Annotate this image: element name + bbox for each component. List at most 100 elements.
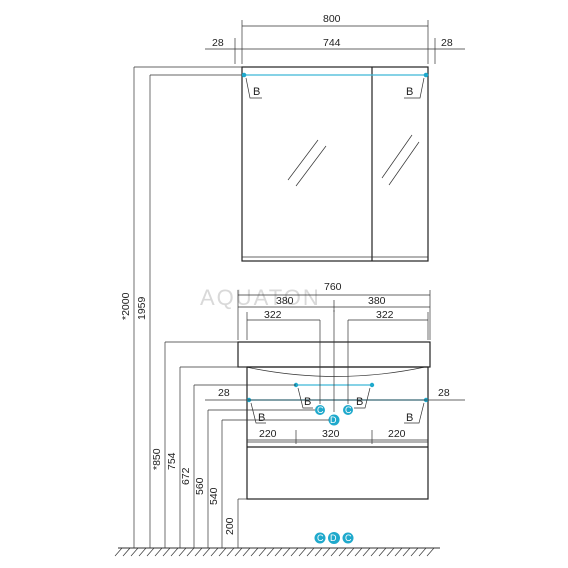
height-dimensions: *2000 1959 *850 754 672 560 540 200	[120, 66, 329, 548]
floor-hatch-line	[194, 547, 203, 557]
connection-marker	[328, 532, 340, 544]
watermark: AQUATON	[200, 285, 321, 310]
height-560: 560	[194, 477, 206, 495]
floor-hatch-line	[426, 547, 435, 557]
basin-bowl	[245, 366, 426, 377]
floor-hatch-line	[402, 547, 411, 557]
mount-marker: B	[406, 412, 413, 424]
dim-vanity-inner-right: 322	[376, 309, 394, 321]
bracket-icon	[354, 387, 371, 409]
floor-hatch-line	[306, 547, 315, 557]
floor-hatch-line	[386, 547, 395, 557]
floor-hatch-line	[114, 547, 123, 557]
floor-hatch-line	[234, 547, 243, 557]
height-200: 200	[224, 517, 236, 535]
mount-marker: B	[258, 412, 265, 424]
mirror-cabinet-body	[241, 66, 429, 262]
floor-hatch-line	[154, 547, 163, 557]
floor-hatch-line	[410, 547, 419, 557]
mirror-mount-point-left	[241, 72, 247, 78]
dim-vanity-bottom-right: 220	[388, 428, 406, 440]
dim-mirror-inner: 744	[323, 37, 341, 49]
mirror-reflection-icon	[388, 141, 420, 186]
connection-label: D	[330, 415, 337, 425]
dim-mirror-left-offset: 28	[212, 37, 224, 49]
floor-hatch-line	[258, 547, 267, 557]
mirror-mount-point-right	[423, 72, 429, 78]
floor-line	[114, 547, 440, 557]
floor-hatch-line	[290, 547, 299, 557]
height-540: 540	[208, 487, 220, 505]
dim-mirror-total: 800	[323, 13, 341, 25]
floor-hatch-line	[130, 547, 139, 557]
connection-label: D	[330, 533, 337, 543]
floor-hatch-line	[282, 547, 291, 557]
floor-hatch-line	[394, 547, 403, 557]
floor-hatch-line	[266, 547, 275, 557]
connection-marker	[343, 405, 353, 415]
floor-hatch-line	[298, 547, 307, 557]
floor-hatch-line	[226, 547, 235, 557]
floor-hatch-line	[202, 547, 211, 557]
floor-hatch-line	[418, 547, 427, 557]
connection-label: C	[317, 405, 324, 415]
height-754: 754	[166, 452, 178, 470]
connection-marker	[342, 532, 354, 544]
floor-hatch-line	[210, 547, 219, 557]
mount-marker: B	[356, 396, 363, 408]
floor-hatch-line	[330, 547, 339, 557]
height-850: *850	[151, 448, 163, 470]
dim-vanity-top: 760	[324, 281, 342, 293]
dim-vanity-left-offset: 28	[218, 387, 230, 399]
dim-vanity-right-offset: 28	[438, 387, 450, 399]
dim-vanity-half-right: 380	[368, 295, 386, 307]
floor-hatch-line	[378, 547, 387, 557]
bracket-icon	[404, 77, 425, 99]
bracket-icon	[404, 402, 425, 424]
floor-hatch-line	[170, 547, 179, 557]
floor-hatch-line	[322, 547, 331, 557]
floor-hatch-line	[274, 547, 283, 557]
connection-label: C	[345, 533, 352, 543]
vanity-dimensions: 760 380 380 322 322 28 28 220 320 220	[205, 281, 465, 444]
dim-mirror-right-offset: 28	[441, 37, 453, 49]
connection-marker	[328, 414, 340, 426]
floor-hatch-line	[346, 547, 355, 557]
mount-marker: B	[406, 86, 413, 98]
floor-hatch-line	[162, 547, 171, 557]
floor-hatch-line	[178, 547, 187, 557]
mirror-dimensions: 800 744 28 28	[205, 13, 465, 64]
mirror-reflection-icon	[295, 145, 327, 187]
floor-connection-markers: C D C	[314, 532, 354, 544]
dim-vanity-bottom-center: 320	[322, 428, 340, 440]
floor-hatch-line	[354, 547, 363, 557]
vanity-unit: B B B B C D C	[237, 310, 431, 500]
connection-marker	[314, 532, 326, 544]
floor-hatch-line	[122, 547, 131, 557]
connection-label: C	[317, 533, 324, 543]
vanity-body	[246, 366, 429, 500]
dim-vanity-bottom-left: 220	[259, 428, 277, 440]
vanity-mount-point	[369, 382, 375, 388]
bracket-icon	[297, 387, 313, 409]
floor-hatch-line	[370, 547, 379, 557]
height-672: 672	[180, 467, 192, 485]
mount-marker: B	[253, 86, 260, 98]
height-1959: 1959	[136, 296, 148, 320]
dim-vanity-inner-left: 322	[264, 309, 282, 321]
mirror-reflection-icon	[287, 139, 319, 181]
mount-marker: B	[304, 396, 311, 408]
floor-hatch-line	[138, 547, 147, 557]
floor-hatch-line	[242, 547, 251, 557]
mirror-cabinet: B B	[241, 66, 429, 262]
floor-hatch-line	[314, 547, 323, 557]
connection-label: C	[345, 405, 352, 415]
connection-marker	[315, 405, 325, 415]
height-2000: *2000	[120, 292, 132, 320]
floor-hatch-line	[338, 547, 347, 557]
floor-hatch-line	[362, 547, 371, 557]
mirror-reflection-icon	[381, 134, 413, 179]
floor-hatch-line	[186, 547, 195, 557]
bracket-icon	[245, 77, 262, 99]
